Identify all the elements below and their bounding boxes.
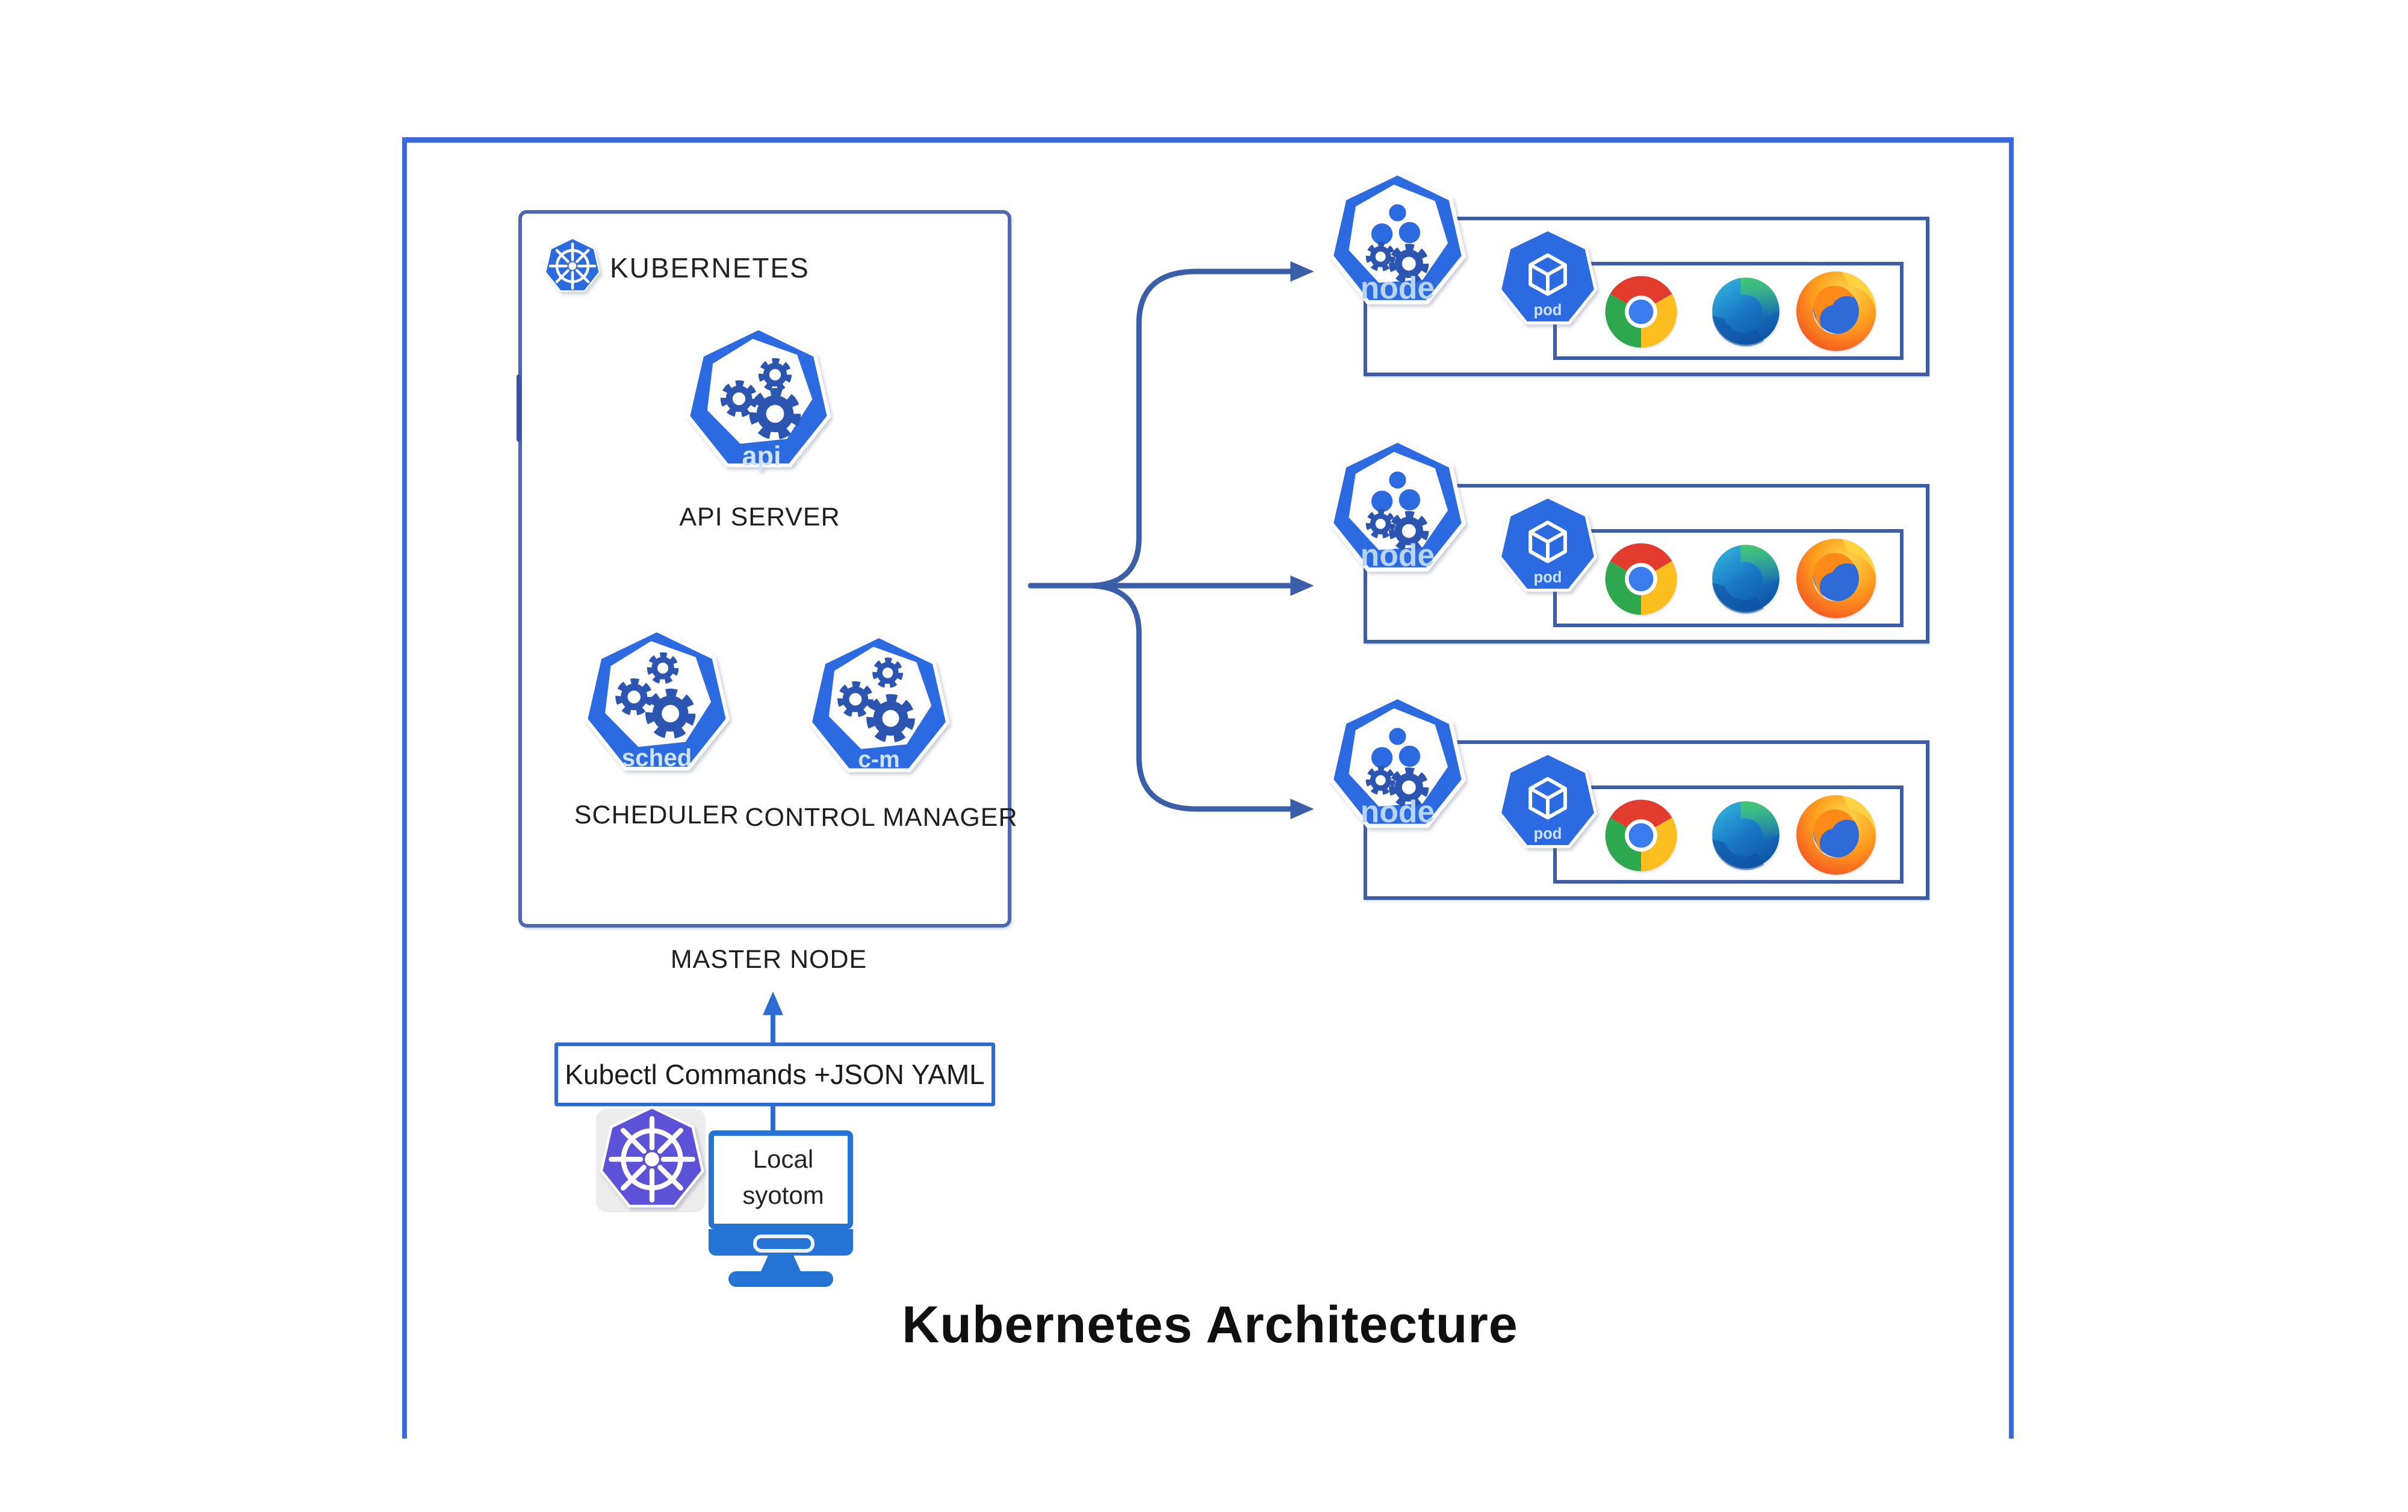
kubectl-wheel-icon — [598, 1105, 706, 1213]
worker-node-group: node pod — [1312, 163, 1950, 397]
worker-node-group: node pod — [1312, 686, 1950, 921]
page-title: Kubernetes Architecture — [902, 1296, 1518, 1354]
pod-icon: pod — [1497, 495, 1599, 597]
node-icon-text: node — [1361, 270, 1435, 305]
control-manager-icon: c-m — [805, 633, 952, 772]
api-server-label: API SERVER — [679, 503, 840, 531]
monitor-stand — [761, 1256, 801, 1271]
kubectl-command-box: Kubectl Commands +JSON YAML — [554, 1043, 995, 1106]
diagram-frame — [402, 137, 2014, 1439]
firefox-icon — [1796, 795, 1876, 875]
cm-icon-text: c-m — [858, 746, 899, 772]
local-system-label-line2: syotom — [742, 1181, 824, 1209]
kubernetes-logo-label: KUBERNETES — [610, 252, 810, 284]
api-server-icon: api — [683, 325, 834, 471]
master-node-box — [518, 210, 1011, 928]
pod-icon: pod — [1497, 228, 1599, 330]
edge-icon — [1712, 277, 1780, 347]
chrome-icon — [1605, 799, 1677, 872]
arrow-master-to-node-1 — [1028, 261, 1314, 589]
edge-icon — [1712, 801, 1780, 870]
firefox-icon — [1796, 539, 1876, 618]
firefox-icon — [1796, 271, 1876, 351]
node-icon: node — [1327, 694, 1468, 829]
monitor-button — [753, 1235, 815, 1253]
local-system-label-line1: Local — [752, 1145, 814, 1173]
sched-icon-text: sched — [622, 744, 692, 772]
master-box-accent — [517, 374, 521, 442]
scheduler-label: SCHEDULER — [574, 801, 740, 829]
master-node-caption: MASTER NODE — [670, 945, 867, 974]
pod-icon-text: pod — [1534, 302, 1562, 319]
arrow-master-to-node-3 — [1028, 583, 1314, 819]
edge-icon — [1712, 545, 1780, 614]
pod-icon: pod — [1497, 751, 1599, 854]
node-icon-text: node — [1361, 538, 1435, 572]
node-icon: node — [1327, 170, 1468, 305]
chrome-icon — [1605, 276, 1677, 348]
worker-node-group: node pod — [1312, 430, 1950, 665]
kubectl-command-text: Kubectl Commands +JSON YAML — [565, 1059, 985, 1090]
local-system-monitor — [709, 1130, 853, 1229]
monitor-base — [728, 1271, 833, 1287]
kubernetes-logo-icon — [544, 237, 601, 292]
node-icon: node — [1327, 438, 1468, 572]
node-icon-text: node — [1361, 794, 1435, 829]
api-icon-text: api — [742, 441, 781, 471]
pod-icon-text: pod — [1534, 826, 1562, 843]
chrome-icon — [1605, 543, 1677, 615]
scheduler-icon: sched — [581, 627, 733, 772]
pod-icon-text: pod — [1534, 569, 1562, 586]
control-manager-label: CONTROL MANAGER — [745, 803, 1018, 832]
